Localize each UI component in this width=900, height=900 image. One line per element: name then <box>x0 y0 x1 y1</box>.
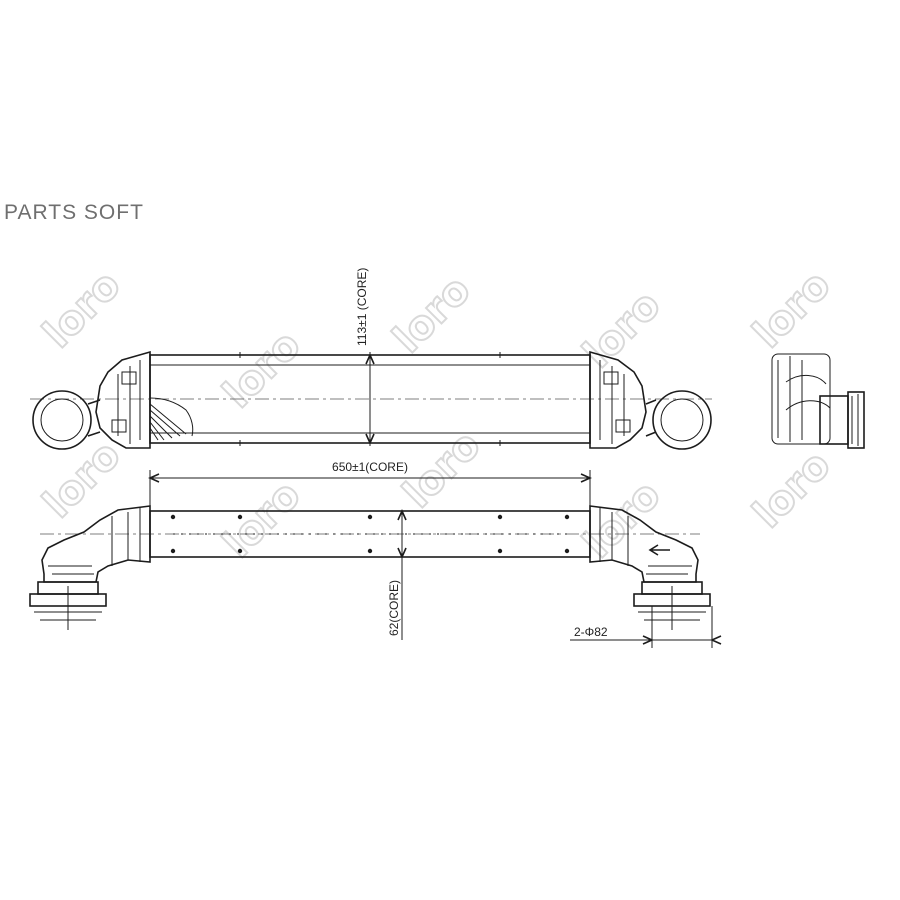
port-diameter-label: 2-Φ82 <box>574 625 608 639</box>
core-depth-label: 62(CORE) <box>387 580 401 636</box>
core-height-label: 113±1 (CORE) <box>355 268 369 346</box>
watermark: loro <box>215 472 310 567</box>
brand-label: PARTS SOFT <box>4 201 144 224</box>
watermark: loro <box>745 442 840 537</box>
left-port <box>32 390 92 450</box>
watermark: loro <box>385 267 480 362</box>
mounting-holes <box>170 514 570 554</box>
left-elbow <box>41 505 151 583</box>
right-tank <box>589 350 647 449</box>
right-elbow <box>589 505 699 583</box>
watermark: loro <box>745 262 840 357</box>
left-tank <box>95 350 151 449</box>
core-length-label: 650±1(CORE) <box>332 460 408 474</box>
watermark: loro <box>35 262 130 357</box>
watermark: loro <box>395 422 490 517</box>
front-view: 650±1(CORE) 62(CORE) 2-Φ82 <box>29 460 722 648</box>
side-tank <box>771 353 831 445</box>
top-view: 113±1 (CORE) <box>30 268 712 450</box>
side-view <box>771 353 865 449</box>
watermark: loro <box>215 322 310 417</box>
right-port <box>652 390 712 450</box>
